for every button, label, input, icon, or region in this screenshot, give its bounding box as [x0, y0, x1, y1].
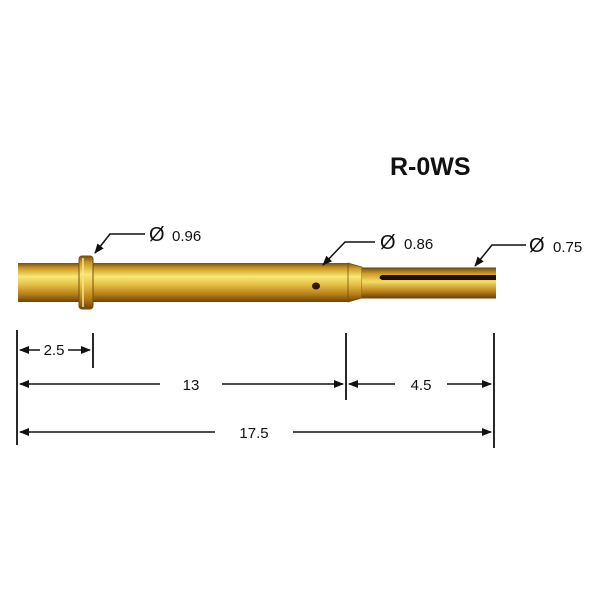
plunger-tip: [362, 268, 496, 298]
callout-value: 0.75: [553, 239, 582, 256]
dimension-label: 4.5: [411, 377, 432, 394]
dimension-body: 13: [19, 377, 344, 394]
diameter-symbol: Ø: [529, 235, 545, 257]
dimension-label: 13: [183, 377, 200, 394]
dimension-overall: 17.5: [19, 425, 492, 442]
diameter-symbol: Ø: [149, 224, 165, 246]
probe-barrel: [18, 255, 363, 310]
callout-0.86: Ø 0.86: [322, 232, 433, 266]
plunger-slot: [379, 275, 496, 280]
callout-value: 0.96: [172, 228, 201, 245]
dimension-shoulder: 2.5: [19, 342, 91, 359]
callout-0.96: Ø 0.96: [94, 224, 201, 254]
probe-plunger: [362, 267, 496, 299]
crimp-dimple: [312, 282, 320, 290]
barrel-body: [18, 263, 348, 302]
callout-0.75: Ø 0.75: [474, 235, 582, 267]
extension-lines: [16, 330, 495, 448]
callout-value: 0.86: [404, 236, 433, 253]
diameter-symbol: Ø: [380, 232, 396, 254]
dimension-label: 17.5: [239, 425, 268, 442]
dimension-label: 2.5: [44, 342, 65, 359]
part-number-title: R-0WS: [390, 153, 471, 181]
barrel-step: [347, 262, 363, 303]
barrel-shoulder-ring: [78, 255, 94, 310]
dimension-tip: 4.5: [348, 377, 492, 394]
